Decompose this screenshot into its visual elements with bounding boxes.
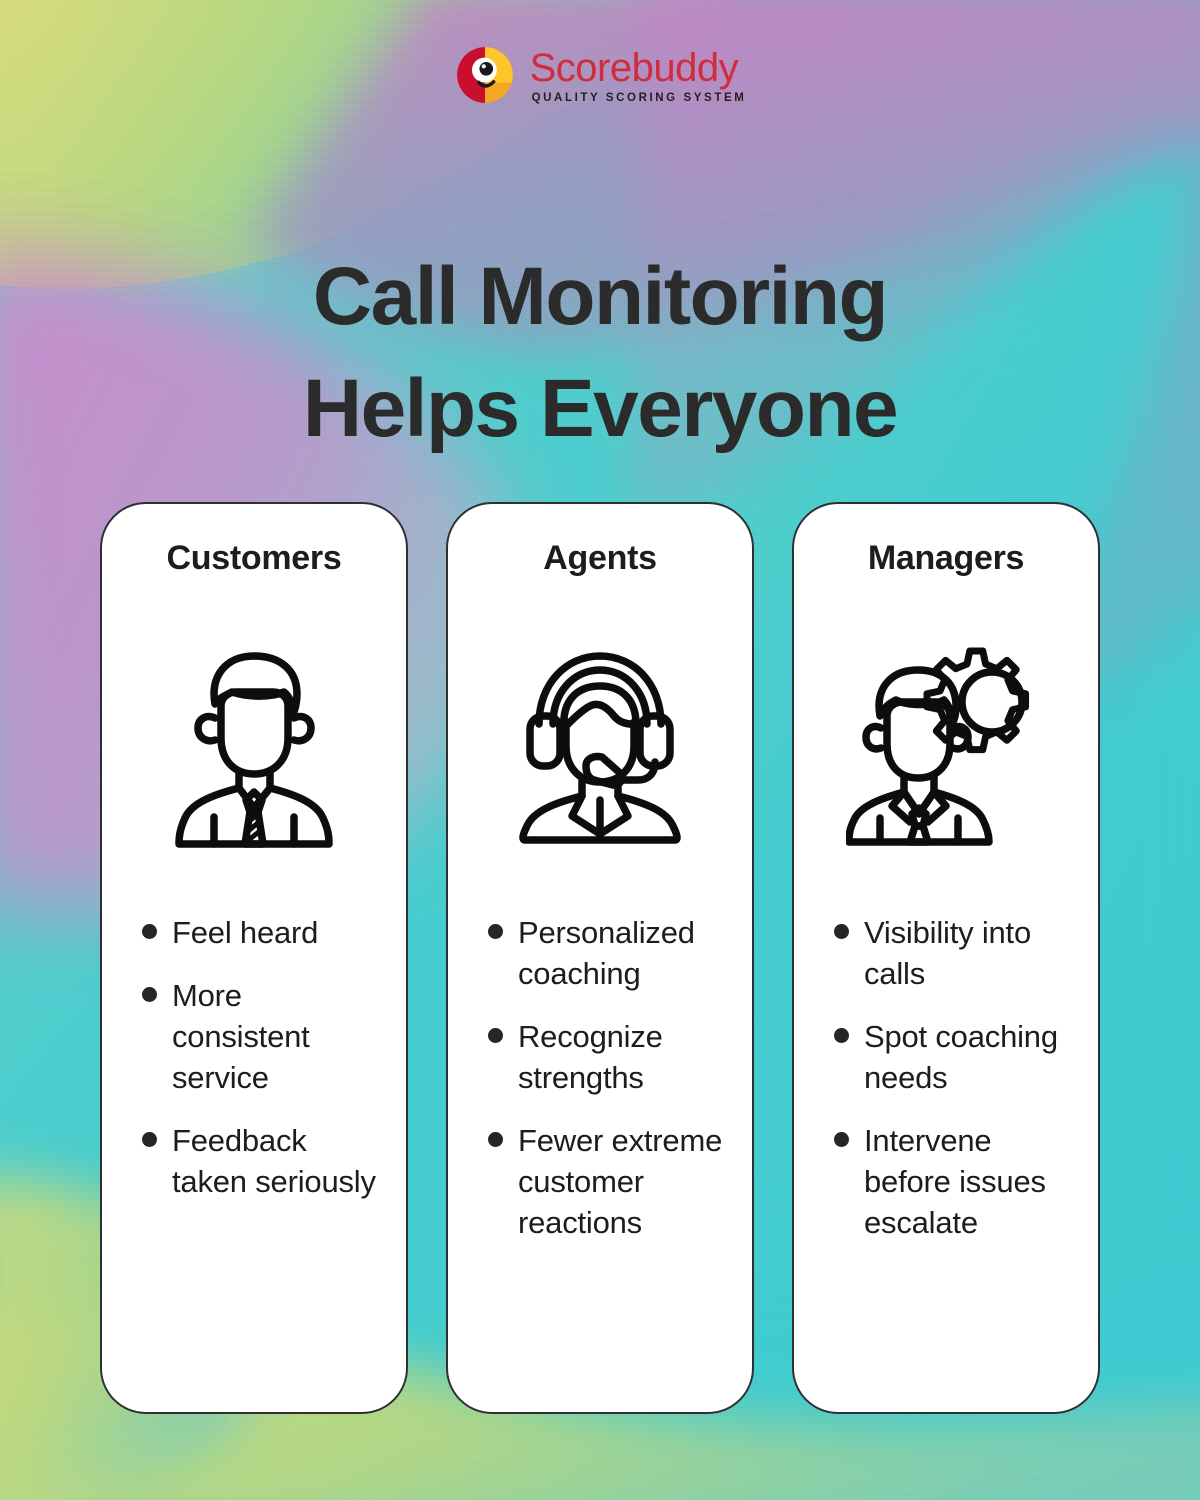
list-item: More consistent service [124,975,384,1098]
page-title-line-2: Helps Everyone [302,362,899,454]
bullet-dot-icon [488,924,503,939]
bullet-dot-icon [142,924,157,939]
card-title-customers: Customers [166,539,342,577]
list-item: Intervene before issues escalate [816,1120,1076,1243]
bullet-label: Personalized coaching [518,915,695,991]
bullet-dot-icon [142,987,157,1002]
card-agents: Agents [446,502,754,1414]
brand-lockup: Scorebuddy QUALITY SCORING SYSTEM [454,44,747,106]
bullet-list-managers: Visibility into calls Spot coaching need… [816,912,1076,1243]
brand-text: Scorebuddy QUALITY SCORING SYSTEM [530,45,747,105]
bullet-label: Visibility into calls [864,915,1032,991]
list-item: Fewer extreme customer reactions [470,1120,730,1243]
bullet-dot-icon [834,924,849,939]
bullet-dot-icon [834,1028,849,1043]
list-item: Feel heard [124,912,384,953]
list-item: Spot coaching needs [816,1016,1076,1098]
benefit-cards: Customers [100,502,1100,1414]
list-item: Personalized coaching [470,912,730,994]
card-customers: Customers [100,502,408,1414]
bullet-list-agents: Personalized coaching Recognize strength… [470,912,730,1243]
card-title-managers: Managers [867,539,1025,577]
brand-name: Scorebuddy [529,46,739,90]
headset-agent-icon [510,634,690,856]
manager-gear-icon [846,634,1046,856]
page-title: Call Monitoring Helps Everyone [0,241,1200,465]
bullet-dot-icon [488,1028,503,1043]
bullet-label: Spot coaching needs [864,1019,1058,1095]
bullet-dot-icon [834,1132,849,1147]
list-item: Recognize strengths [470,1016,730,1098]
bullet-label: Feedback taken seriously [172,1123,376,1199]
list-item: Feedback taken seriously [124,1120,384,1202]
bullet-list-customers: Feel heard More consistent service Feedb… [124,912,384,1202]
businessman-icon [166,634,342,856]
brand-tagline: QUALITY SCORING SYSTEM [531,92,747,104]
bullet-label: Recognize strengths [518,1019,663,1095]
card-title-agents: Agents [543,539,657,577]
brand-header: Scorebuddy QUALITY SCORING SYSTEM [0,44,1200,106]
bullet-label: More consistent service [172,978,310,1095]
bullet-dot-icon [142,1132,157,1147]
bullet-label: Intervene before issues escalate [864,1123,1046,1240]
bullet-label: Feel heard [172,915,319,950]
page-title-line-1: Call Monitoring [312,250,889,342]
parrot-logo-icon [456,47,513,103]
list-item: Visibility into calls [816,912,1076,994]
card-managers: Managers [792,502,1100,1414]
bullet-label: Fewer extreme customer reactions [518,1123,723,1240]
bullet-dot-icon [488,1132,503,1147]
